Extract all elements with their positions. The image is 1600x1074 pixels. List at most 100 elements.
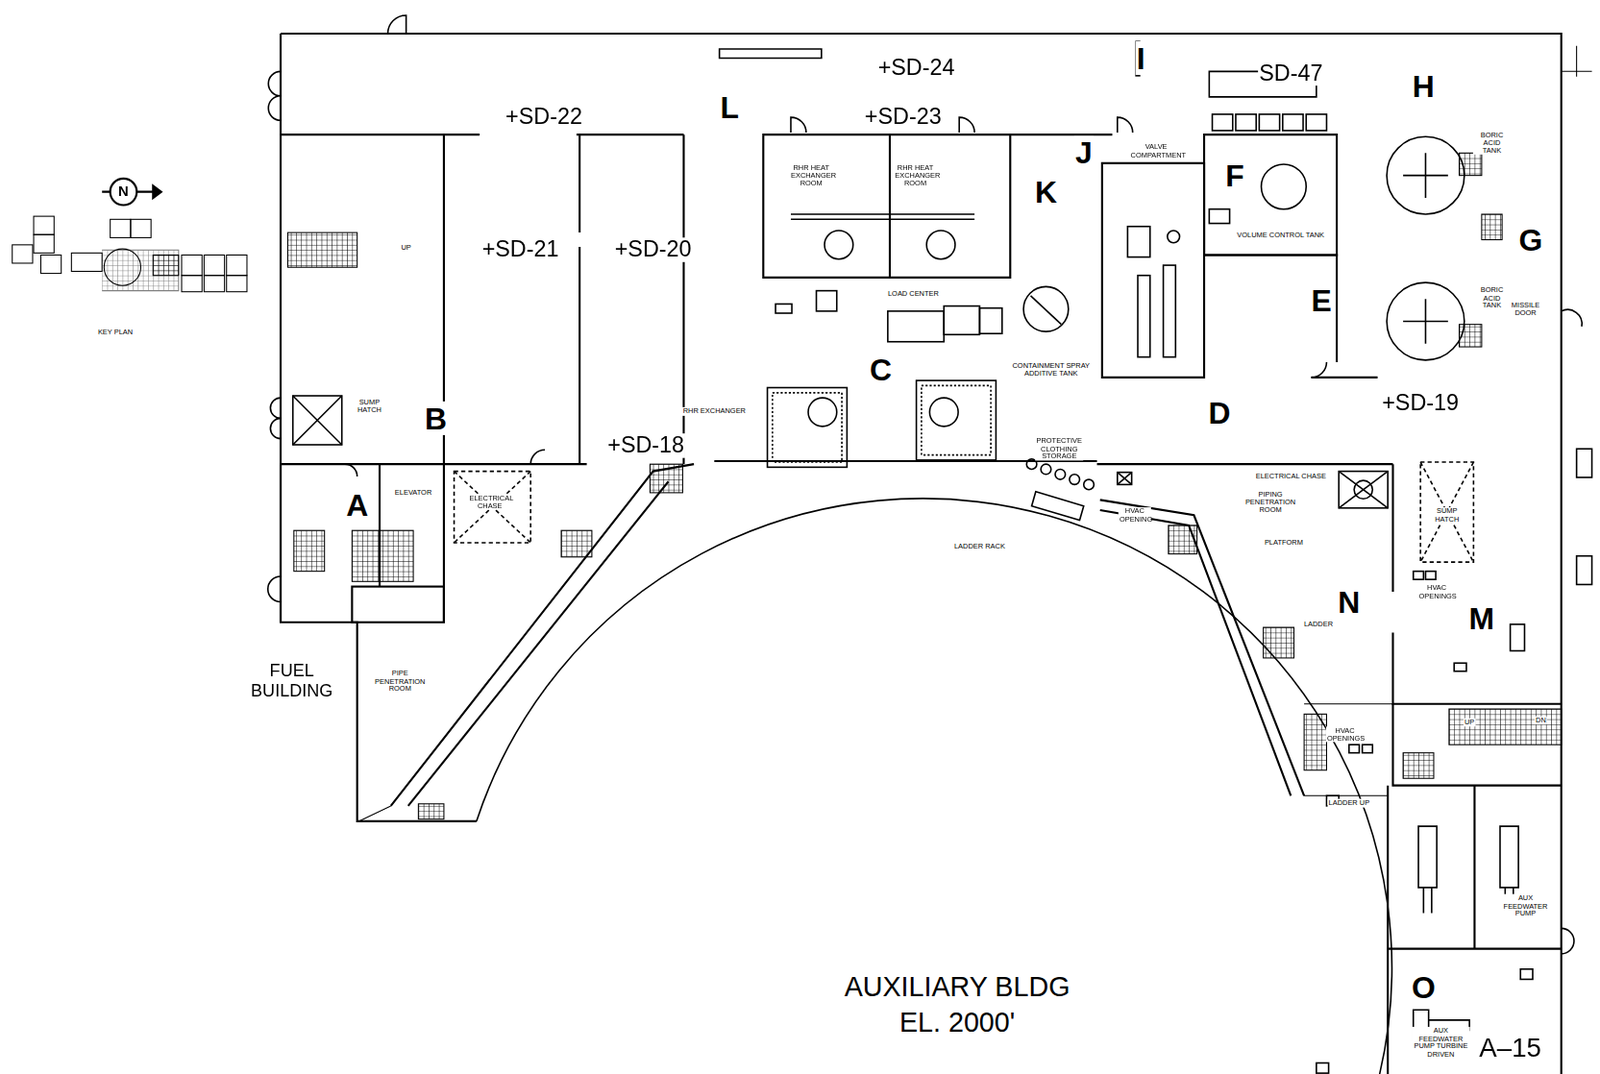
equipment — [1069, 474, 1081, 486]
plan-note: PIPING PENETRATION ROOM — [1233, 490, 1307, 514]
equipment — [929, 397, 959, 427]
building-walls — [280, 33, 477, 822]
door-swing — [388, 15, 407, 34]
building-walls — [280, 133, 684, 136]
door-swing — [530, 449, 545, 465]
north-arrow — [101, 178, 162, 206]
stair-hatching — [418, 804, 444, 820]
equipment — [1032, 492, 1084, 521]
key-plan — [71, 252, 102, 271]
plan-note: SUMP HATCH — [352, 397, 386, 414]
equipment — [293, 395, 343, 445]
room-letter: E — [1309, 284, 1332, 319]
door-swing — [1561, 46, 1593, 77]
key-plan — [33, 234, 54, 253]
plan-note: LADDER — [1303, 620, 1334, 629]
stair-hatching — [1304, 713, 1327, 770]
zone-label: +SD-24 — [877, 55, 957, 81]
north-arrow — [152, 185, 161, 198]
plan-note: PROTECTIVE CLOTHING STORAGE — [1034, 437, 1084, 461]
key-plan — [226, 254, 247, 275]
stair-hatching — [1459, 152, 1482, 175]
equipment — [1040, 464, 1052, 475]
equipment — [1137, 275, 1151, 358]
door-swing — [268, 71, 281, 121]
building-walls — [1204, 134, 1337, 255]
room-letter: L — [718, 90, 740, 124]
equipment — [1425, 571, 1436, 580]
room-letter: A — [344, 488, 370, 522]
building-walls — [351, 587, 444, 623]
plan-note: RHR EXCHANGER — [682, 407, 747, 416]
equipment — [1403, 152, 1449, 198]
stair-hatching — [351, 530, 414, 582]
plan-note: RHR HEAT EXCHANGER ROOM — [789, 163, 834, 187]
room-letter: F — [1224, 158, 1246, 193]
plan-note: HVAC OPENINGS — [1418, 584, 1456, 600]
stair-hatching — [649, 464, 683, 493]
equipment — [1316, 1062, 1330, 1074]
key-plan — [181, 275, 202, 293]
plan-note: LOAD CENTER — [886, 290, 940, 298]
room-letter: M — [1468, 601, 1497, 636]
plan-note: AUX FEEDWATER PUMP — [1501, 894, 1551, 918]
equipment — [1362, 744, 1374, 753]
door-swing — [1311, 362, 1328, 378]
penetration-room — [391, 464, 694, 807]
door-swing — [344, 464, 358, 477]
room-letter: J — [1074, 136, 1094, 171]
key-plan — [203, 254, 224, 275]
equipment — [1083, 479, 1095, 491]
stair-hatching — [1168, 525, 1198, 555]
plan-note: VOLUME CONTROL TANK — [1235, 230, 1326, 239]
door-swing — [959, 117, 975, 133]
key-plan — [203, 275, 224, 293]
stair-hatching — [1459, 324, 1482, 347]
equipment — [1386, 136, 1465, 215]
key-plan — [101, 249, 179, 291]
building-walls — [280, 33, 1562, 1074]
equipment — [1353, 480, 1373, 499]
equipment — [1386, 282, 1465, 361]
room-letter: K — [1033, 174, 1059, 209]
equipment — [1282, 114, 1304, 131]
building-label: FUEL BUILDING — [242, 663, 342, 702]
plan-note: KEY PLAN — [97, 328, 134, 337]
room-letter: C — [868, 352, 893, 387]
stair-hatching — [294, 530, 325, 571]
stair-hatching — [1403, 753, 1434, 780]
building-walls — [1102, 163, 1205, 378]
door-swing — [1117, 117, 1133, 133]
equipment — [1338, 471, 1388, 509]
equipment — [767, 388, 848, 468]
equipment — [454, 471, 532, 543]
equipment — [1163, 265, 1177, 358]
penetration-room — [359, 464, 1394, 822]
plan-note: LADDER RACK — [953, 542, 1007, 551]
equipment — [1338, 471, 1388, 509]
building-walls — [1097, 464, 1562, 705]
equipment — [1117, 472, 1133, 486]
plan-note: UP — [399, 244, 412, 252]
plan-note: HVAC OPENINGS — [1326, 726, 1364, 742]
zone-label: +SD-18 — [606, 433, 686, 459]
key-plan — [130, 219, 151, 238]
building-walls — [280, 461, 1098, 465]
door-swing — [1561, 928, 1575, 955]
zone-label: +SD-23 — [863, 104, 943, 130]
penetration-room — [1100, 510, 1292, 796]
equipment — [775, 303, 792, 314]
penetration-room — [1304, 704, 1393, 797]
equipment — [926, 230, 956, 260]
equipment — [1576, 448, 1593, 478]
containment-wall — [476, 498, 1393, 1074]
zone-label: +SD-21 — [481, 237, 561, 263]
zone-label: +SD-20 — [614, 237, 693, 263]
plan-note: SUMP HATCH — [1430, 507, 1464, 523]
room-letter: O — [1410, 970, 1437, 1005]
room-letter: D — [1206, 396, 1231, 431]
equipment — [293, 395, 343, 445]
door-swing — [790, 117, 807, 133]
equipment — [1576, 556, 1593, 586]
